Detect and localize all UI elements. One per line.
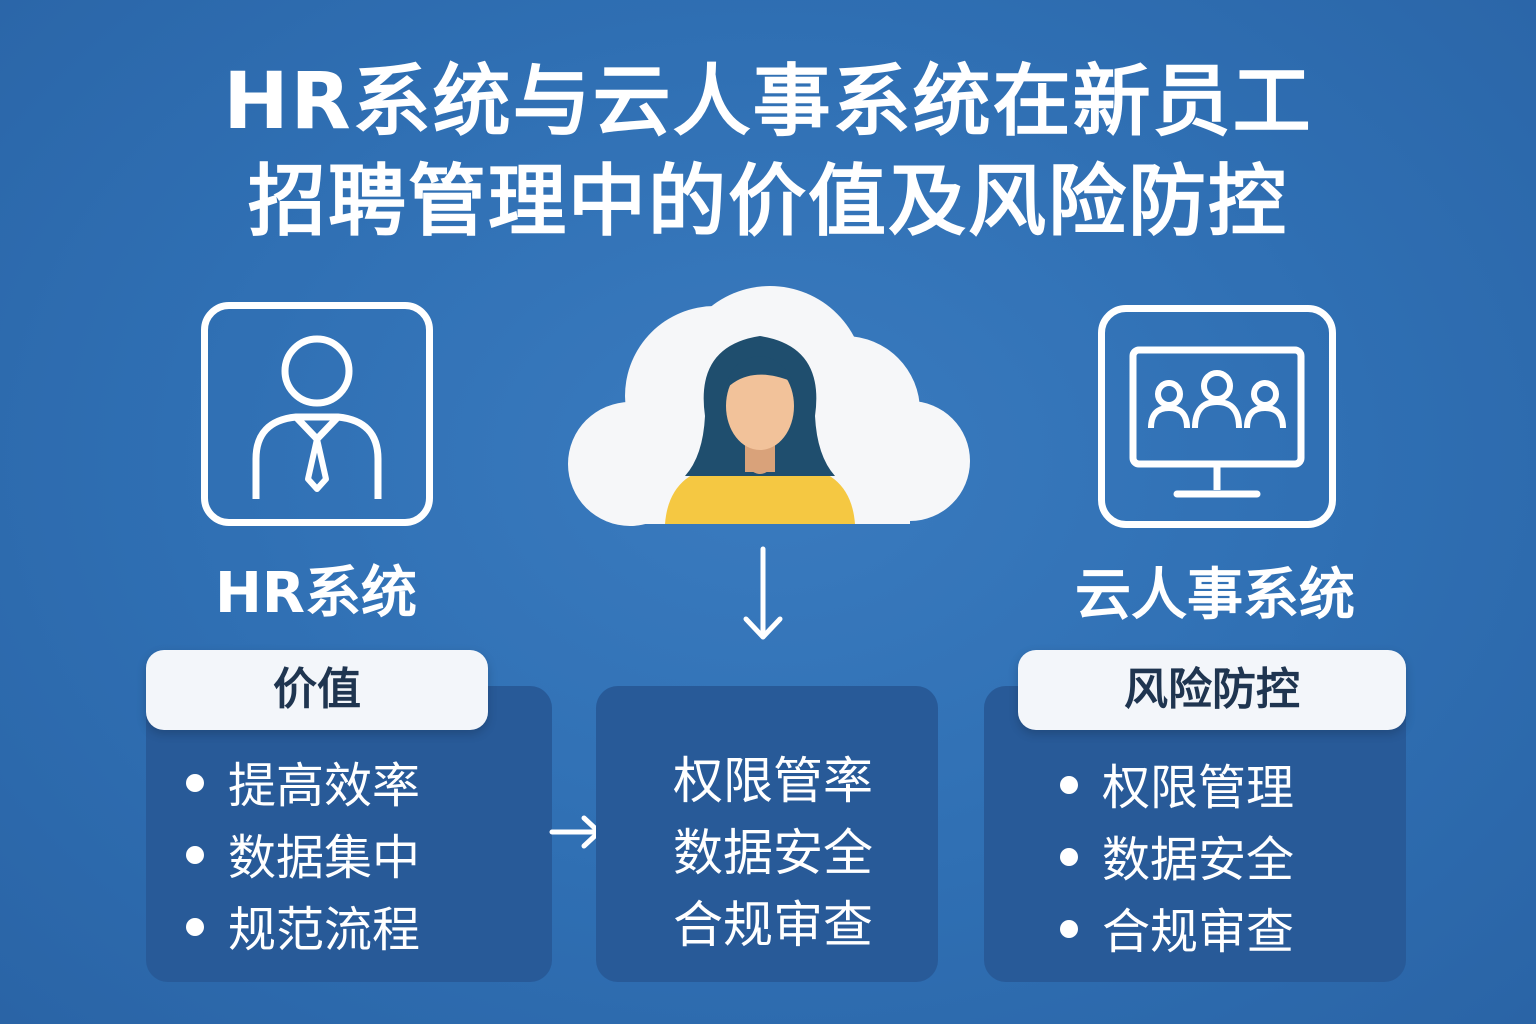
list-item: 数据安全 (1060, 824, 1294, 896)
bullet-icon (1060, 920, 1078, 938)
center-list: 权限管率 数据安全 合规审查 (596, 745, 950, 961)
cloud-hr-system-label: 云人事系统 (1075, 563, 1355, 628)
cloud-icon (545, 286, 980, 526)
list-item: 权限管率 (673, 752, 873, 810)
center-panel (596, 686, 938, 982)
bullet-icon (186, 846, 204, 864)
risk-panel (984, 686, 1406, 982)
arrow-down-icon (743, 546, 783, 640)
risk-tag: 风险防控 (1018, 650, 1406, 730)
risk-list: 权限管理 数据安全 合规审查 (1060, 752, 1294, 968)
page-title: HR系统与云人事系统在新员工 招聘管理中的价值及风险防控 (0, 52, 1536, 252)
person-avatar-icon (665, 336, 855, 524)
bullet-icon (186, 918, 204, 936)
list-item: 合规审查 (673, 896, 873, 954)
list-item: 提高效率 (186, 750, 420, 822)
bullet-icon (1060, 848, 1078, 866)
value-list: 提高效率 数据集中 规范流程 (186, 750, 420, 966)
bullet-icon (186, 774, 204, 792)
title-line-2: 招聘管理中的价值及风险防控 (247, 157, 1288, 247)
value-tag: 价值 (146, 650, 488, 730)
list-item: 数据安全 (673, 824, 873, 882)
list-item: 合规审查 (1060, 896, 1294, 968)
monitor-group-icon (1098, 305, 1336, 528)
title-line-1: HR系统与云人事系统在新员工 (223, 57, 1313, 147)
employee-icon (201, 302, 433, 526)
hr-system-label: HR系统 (215, 561, 417, 626)
bullet-icon (1060, 776, 1078, 794)
list-item: 权限管理 (1060, 752, 1294, 824)
list-item: 数据集中 (186, 822, 420, 894)
list-item: 规范流程 (186, 894, 420, 966)
value-panel (146, 686, 552, 982)
